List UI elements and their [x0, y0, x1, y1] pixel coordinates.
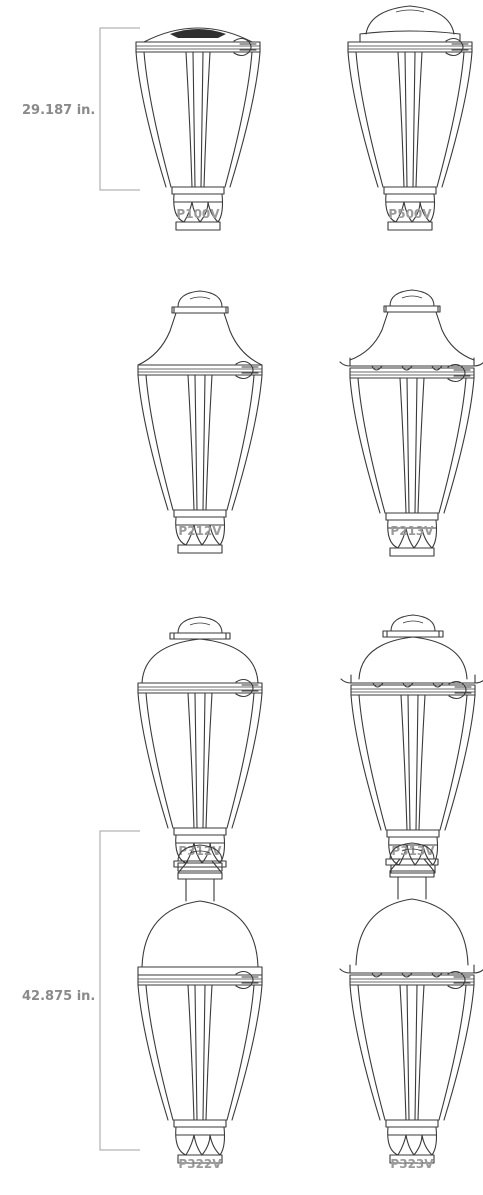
- fixture-p212v: [137, 290, 263, 554]
- model-label: P322V: [178, 1157, 222, 1171]
- fixture-p100v: [135, 27, 261, 231]
- fixture-p313v: [340, 614, 483, 874]
- model-label: P500V: [388, 207, 432, 221]
- model-label: P323V: [390, 1157, 434, 1171]
- fixture-p312v: [137, 616, 263, 872]
- model-label: P313V: [391, 844, 435, 858]
- model-label: P212V: [178, 524, 222, 538]
- fixture-p213v: [339, 289, 483, 557]
- fixture-p500v: [347, 5, 473, 231]
- dimension-label-bottom: 42.875 in.: [22, 989, 95, 1004]
- dimension-bracket-top: [99, 27, 140, 191]
- fixture-p322v: [137, 844, 263, 1164]
- model-label: P100V: [176, 207, 220, 221]
- dimension-bracket-bottom: [99, 830, 140, 1151]
- fixture-p323v: [339, 842, 483, 1164]
- model-label: P213V: [390, 524, 434, 538]
- dimension-label-top: 29.187 in.: [22, 103, 95, 118]
